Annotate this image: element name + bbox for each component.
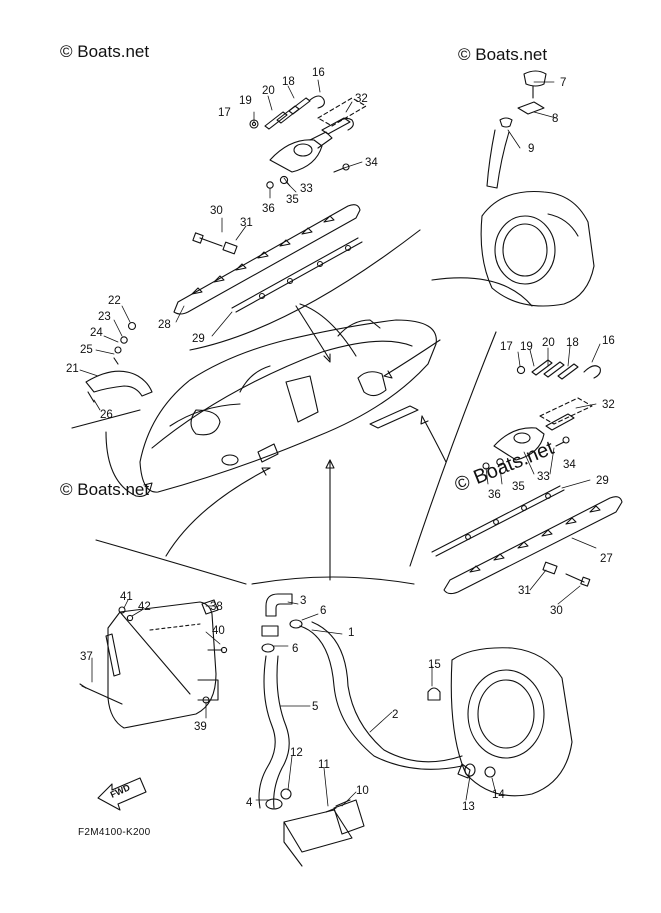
grille-assembly-top xyxy=(173,95,421,351)
callout-21: 21 xyxy=(66,363,79,375)
callout-26: 26 xyxy=(100,409,113,421)
callout-39: 39 xyxy=(194,721,207,733)
callout-2: 2 xyxy=(392,709,398,721)
callout-29b: 29 xyxy=(596,475,609,487)
callout-36b: 36 xyxy=(488,489,501,501)
callout-19b: 19 xyxy=(520,341,533,353)
callout-35: 35 xyxy=(286,194,299,206)
callout-4: 4 xyxy=(246,797,253,809)
callout-36: 36 xyxy=(262,203,275,215)
callout-8: 8 xyxy=(552,113,558,125)
callout-16: 16 xyxy=(312,67,325,79)
callout-18b: 18 xyxy=(566,337,579,349)
callout-42: 42 xyxy=(138,601,151,613)
callout-23: 23 xyxy=(98,311,111,323)
callout-5: 5 xyxy=(312,701,318,713)
callout-9: 9 xyxy=(528,143,534,155)
watermark-left-mid: © Boats.net xyxy=(60,480,149,499)
callout-31b: 31 xyxy=(518,585,531,597)
callout-22: 22 xyxy=(108,295,121,307)
watermark-center-right: © Boats.net xyxy=(452,437,558,497)
callout-20: 20 xyxy=(262,85,275,97)
callout-11: 11 xyxy=(318,759,330,771)
callout-3: 3 xyxy=(300,595,306,607)
callout-20b: 20 xyxy=(542,337,555,349)
jet-pump-upper xyxy=(431,70,595,307)
callout-28: 28 xyxy=(158,319,171,331)
callout-18: 18 xyxy=(282,76,295,88)
callout-37: 37 xyxy=(80,651,93,663)
callout-7: 7 xyxy=(560,77,566,89)
hose-and-pump-assembly xyxy=(258,593,573,867)
callout-labels: 16 18 20 19 17 32 34 33 35 36 30 31 28 2… xyxy=(66,67,615,813)
callout-30: 30 xyxy=(210,205,223,217)
intake-cover-assembly xyxy=(79,599,228,811)
callout-16b: 16 xyxy=(602,335,615,347)
callout-17b: 17 xyxy=(500,341,513,353)
callout-33b: 33 xyxy=(537,471,550,483)
callout-17: 17 xyxy=(218,107,231,119)
callout-24: 24 xyxy=(90,327,103,339)
callout-14: 14 xyxy=(492,789,505,801)
drawing-code: F2M4100-K200 xyxy=(78,827,151,838)
divider-center xyxy=(251,576,415,585)
callout-1: 1 xyxy=(348,627,354,639)
callout-35b: 35 xyxy=(512,481,525,493)
callout-34: 34 xyxy=(365,157,378,169)
callout-10: 10 xyxy=(356,785,369,797)
callout-27: 27 xyxy=(600,553,613,565)
callout-41: 41 xyxy=(120,591,133,603)
divider-left xyxy=(95,539,247,585)
leader-lines xyxy=(79,79,601,807)
callout-33: 33 xyxy=(300,183,313,195)
callout-34b: 34 xyxy=(563,459,576,471)
watercraft-hull xyxy=(105,303,447,581)
callout-25: 25 xyxy=(80,344,93,356)
watermark-top-right: © Boats.net xyxy=(458,45,547,64)
callout-38: 38 xyxy=(210,601,223,613)
side-bracket-left xyxy=(71,321,153,429)
callout-12: 12 xyxy=(290,747,303,759)
callout-6b: 6 xyxy=(292,643,298,655)
callout-32b: 32 xyxy=(602,399,615,411)
callout-40: 40 xyxy=(212,625,225,637)
callout-29: 29 xyxy=(192,333,205,345)
callout-30b: 30 xyxy=(550,605,563,617)
callout-32: 32 xyxy=(355,93,368,105)
callout-13: 13 xyxy=(462,801,475,813)
watermark-top-left: © Boats.net xyxy=(60,42,149,61)
callout-31: 31 xyxy=(240,217,253,229)
callout-6a: 6 xyxy=(320,605,326,617)
grille-assembly-right xyxy=(409,331,623,595)
callout-19: 19 xyxy=(239,95,252,107)
callout-15: 15 xyxy=(428,659,441,671)
